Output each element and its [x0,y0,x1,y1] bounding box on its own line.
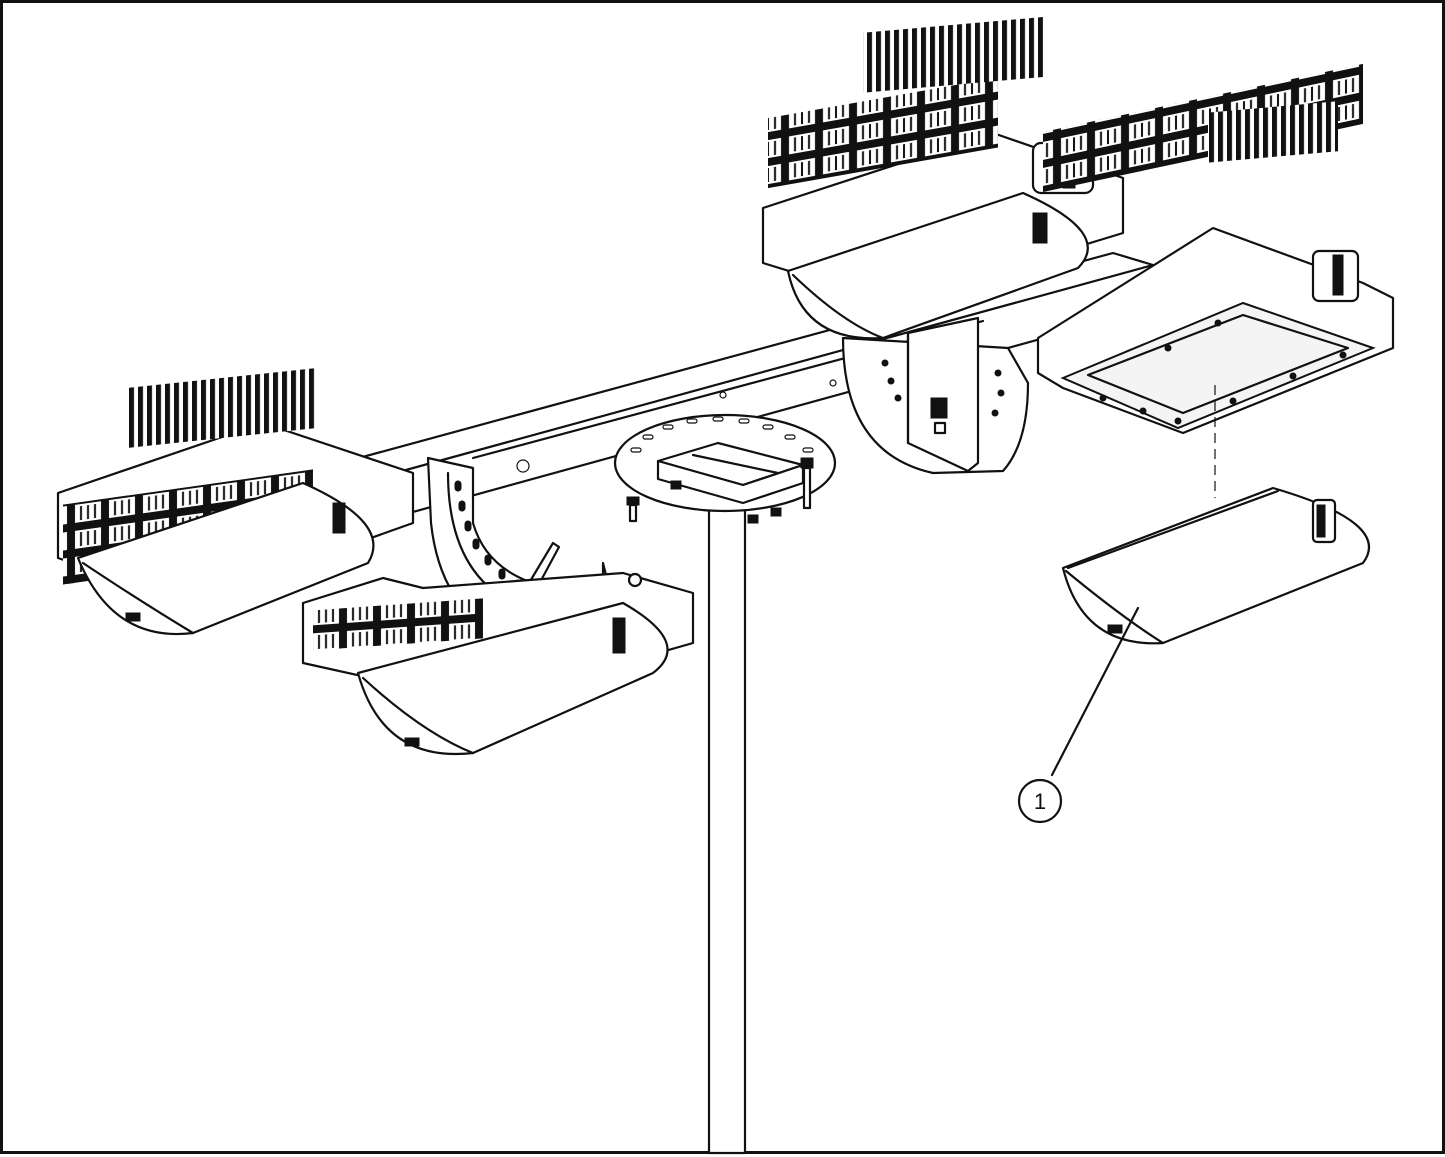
lens-mount-screws [1099,319,1347,425]
pole [706,484,748,1155]
fixture-lower-middle [301,571,695,756]
fixture-left [56,367,415,636]
callout-1-label: 1 [1034,789,1046,814]
right-fixture-clamp [1311,249,1360,303]
exploded-assembly-drawing: 1 [56,17,1395,1155]
fixture-top [761,17,1125,340]
right-bracket-holes [881,359,1005,417]
right-adjustable-bracket [841,316,1030,475]
exploded-lens-cover [1061,385,1370,645]
mount-bolts [626,457,814,524]
cover-latch [1311,498,1337,544]
callout-1: 1 [1017,606,1140,824]
pole-mount-plate [613,413,837,524]
fixture-right-lens-removed [1036,63,1395,435]
mount-plate-slots [630,416,814,453]
